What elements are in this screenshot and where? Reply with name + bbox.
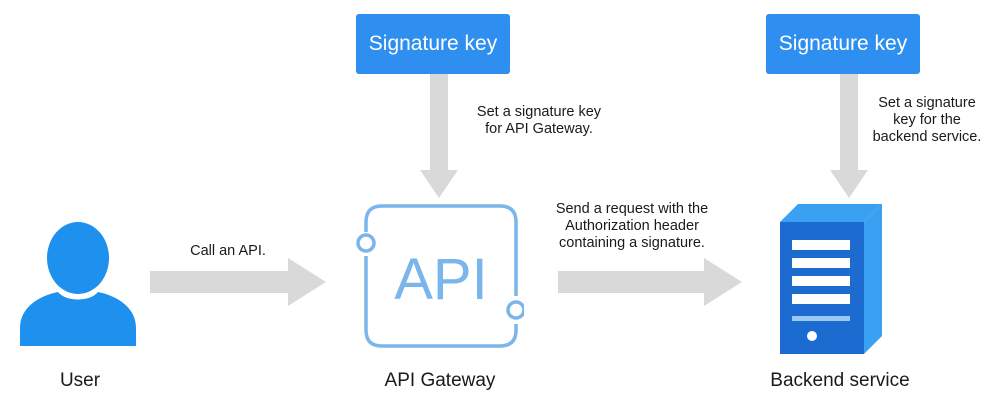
signature-key-box-gateway: Signature key [356,14,510,74]
down-arrow-gateway [420,74,458,198]
right-arrow-call [150,258,326,306]
note-line: Set a signature key [476,104,602,120]
note-line: Call an API. [190,243,266,259]
server-icon [780,204,882,354]
user-label: User [59,370,101,391]
signature-key-label: Signature key [368,32,498,55]
api-icon-text: API [394,247,488,312]
note-line: Authorization header [565,218,699,234]
backend-service-label: Backend service [770,370,910,391]
note-line: Set a signature [878,95,976,111]
right-arrow-request [558,258,742,306]
backend-key-note: Set a signature key for the backend serv… [862,95,992,146]
request-note: Send a request with the Authorization he… [542,201,722,252]
call-api-note: Call an API. [178,243,278,260]
note-line: backend service. [872,129,982,145]
down-arrow-backend [830,74,868,198]
note-line: containing a signature. [559,235,705,251]
api-gateway-label: API Gateway [384,370,496,391]
api-gateway-icon: API [356,204,524,348]
note-line: key for the [893,112,961,128]
gateway-key-note: Set a signature key for API Gateway. [464,104,614,138]
note-line: Send a request with the [555,201,709,217]
signature-key-box-backend: Signature key [766,14,920,74]
user-icon [20,222,136,346]
signature-key-label: Signature key [778,32,908,55]
note-line: for API Gateway. [485,121,593,137]
